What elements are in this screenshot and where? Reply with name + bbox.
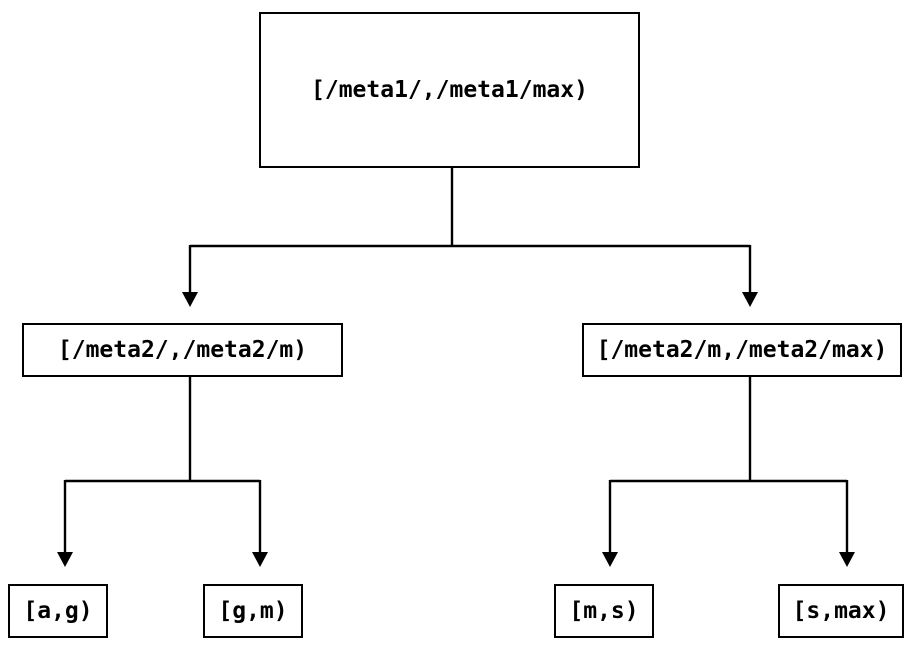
- arrowhead-down-icon: [252, 552, 268, 567]
- arrowhead-down-icon: [182, 292, 198, 307]
- arrowhead-down-icon: [57, 552, 73, 567]
- node-leaf-m-s: [m,s): [554, 584, 654, 638]
- node-root-meta1-range: [/meta1/,/meta1/max): [259, 12, 640, 168]
- edge-root-to-children: [182, 168, 758, 307]
- node-label: [/meta2/m,/meta2/max): [596, 337, 888, 363]
- arrowhead-down-icon: [742, 292, 758, 307]
- node-leaf-s-max: [s,max): [778, 584, 904, 638]
- arrowhead-down-icon: [839, 552, 855, 567]
- edge-meta2-right-to-leaves: [602, 377, 855, 567]
- node-label: [a,g): [23, 598, 93, 624]
- edge-meta2-left-to-leaves: [57, 377, 268, 567]
- node-leaf-a-g: [a,g): [8, 584, 108, 638]
- node-label: [/meta2/,/meta2/m): [57, 337, 308, 363]
- arrowhead-down-icon: [602, 552, 618, 567]
- node-label: [g,m): [218, 598, 288, 624]
- node-meta2-right-range: [/meta2/m,/meta2/max): [582, 323, 902, 377]
- node-meta2-left-range: [/meta2/,/meta2/m): [22, 323, 343, 377]
- node-label: [m,s): [569, 598, 639, 624]
- node-leaf-g-m: [g,m): [203, 584, 303, 638]
- node-label: [s,max): [792, 598, 890, 624]
- node-label: [/meta1/,/meta1/max): [311, 77, 588, 103]
